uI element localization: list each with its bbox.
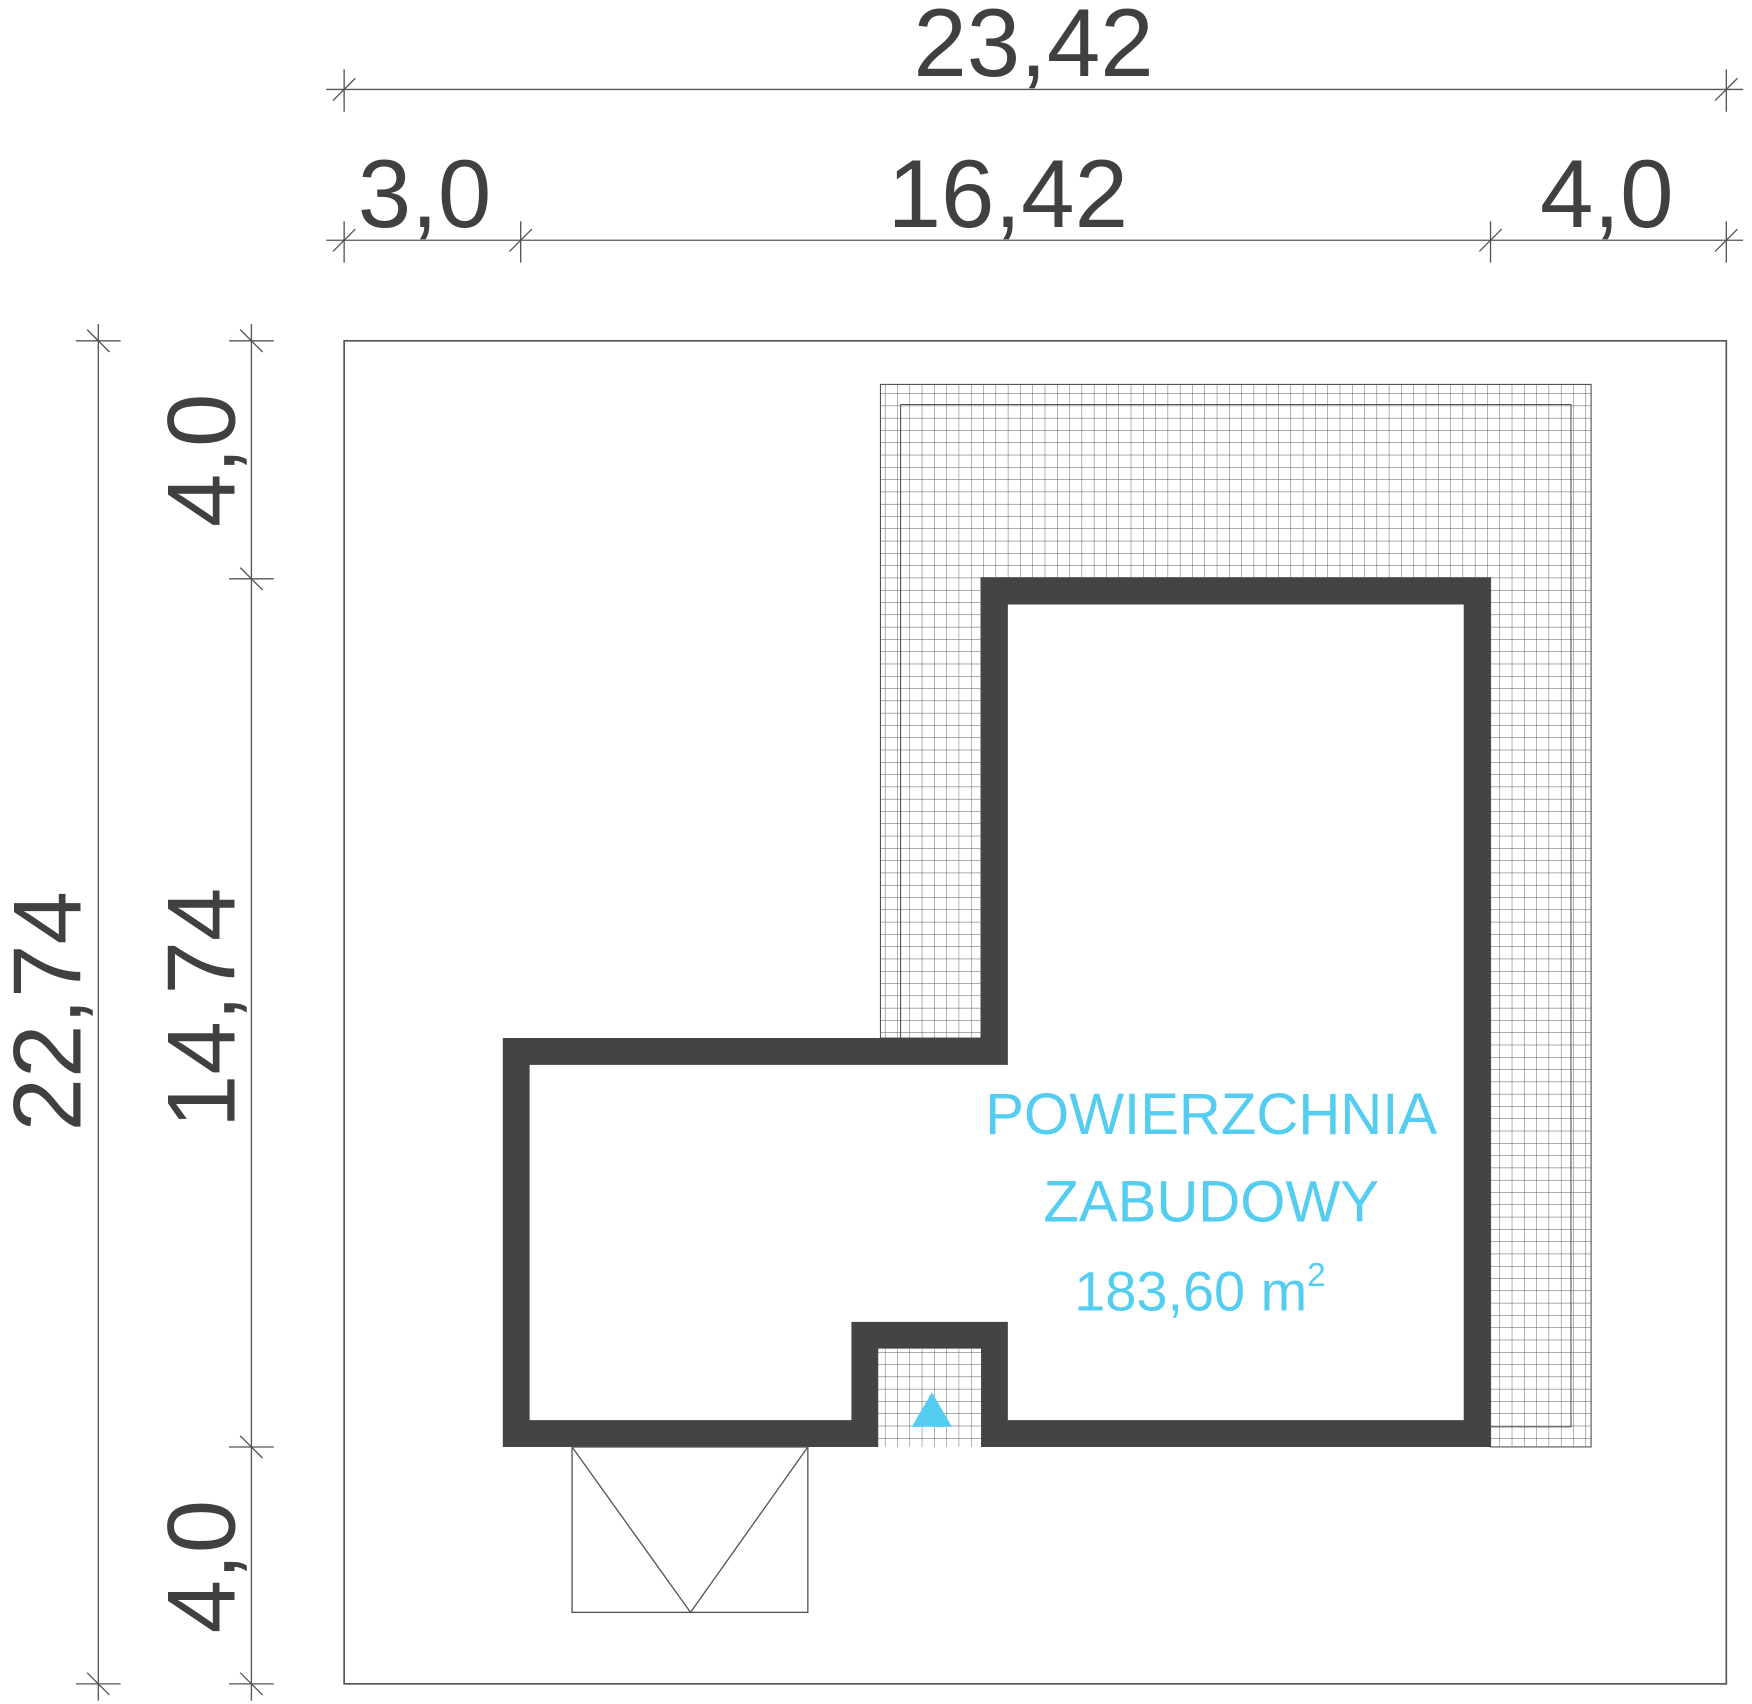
entrance-arrow-icon [911, 1392, 952, 1427]
dim-building-width: 16,42 [888, 141, 1128, 248]
plot-boundary [343, 339, 1728, 1685]
dim-bottom-offset: 4,0 [149, 1500, 256, 1634]
area-value: 183,60 m2 [1074, 1257, 1326, 1323]
area-label-line2: ZABUDOWY [1043, 1169, 1379, 1234]
dim-top-offset: 4,0 [149, 394, 256, 528]
dim-left-offset: 3,0 [358, 141, 492, 248]
building-outline [502, 577, 1491, 1447]
porch [571, 1446, 809, 1614]
dim-total-width: 23,42 [913, 0, 1153, 97]
dim-building-depth: 14,74 [149, 888, 256, 1128]
dim-total-depth: 22,74 [0, 891, 101, 1131]
area-value-number: 183,60 m [1074, 1260, 1307, 1323]
terrace-inner-line [900, 403, 1572, 1428]
dimension-lines [75, 69, 1744, 1701]
area-label-line1: POWIERZCHNIA [985, 1082, 1437, 1147]
dim-right-offset: 4,0 [1540, 141, 1674, 248]
area-unit-superscript: 2 [1307, 1257, 1326, 1294]
